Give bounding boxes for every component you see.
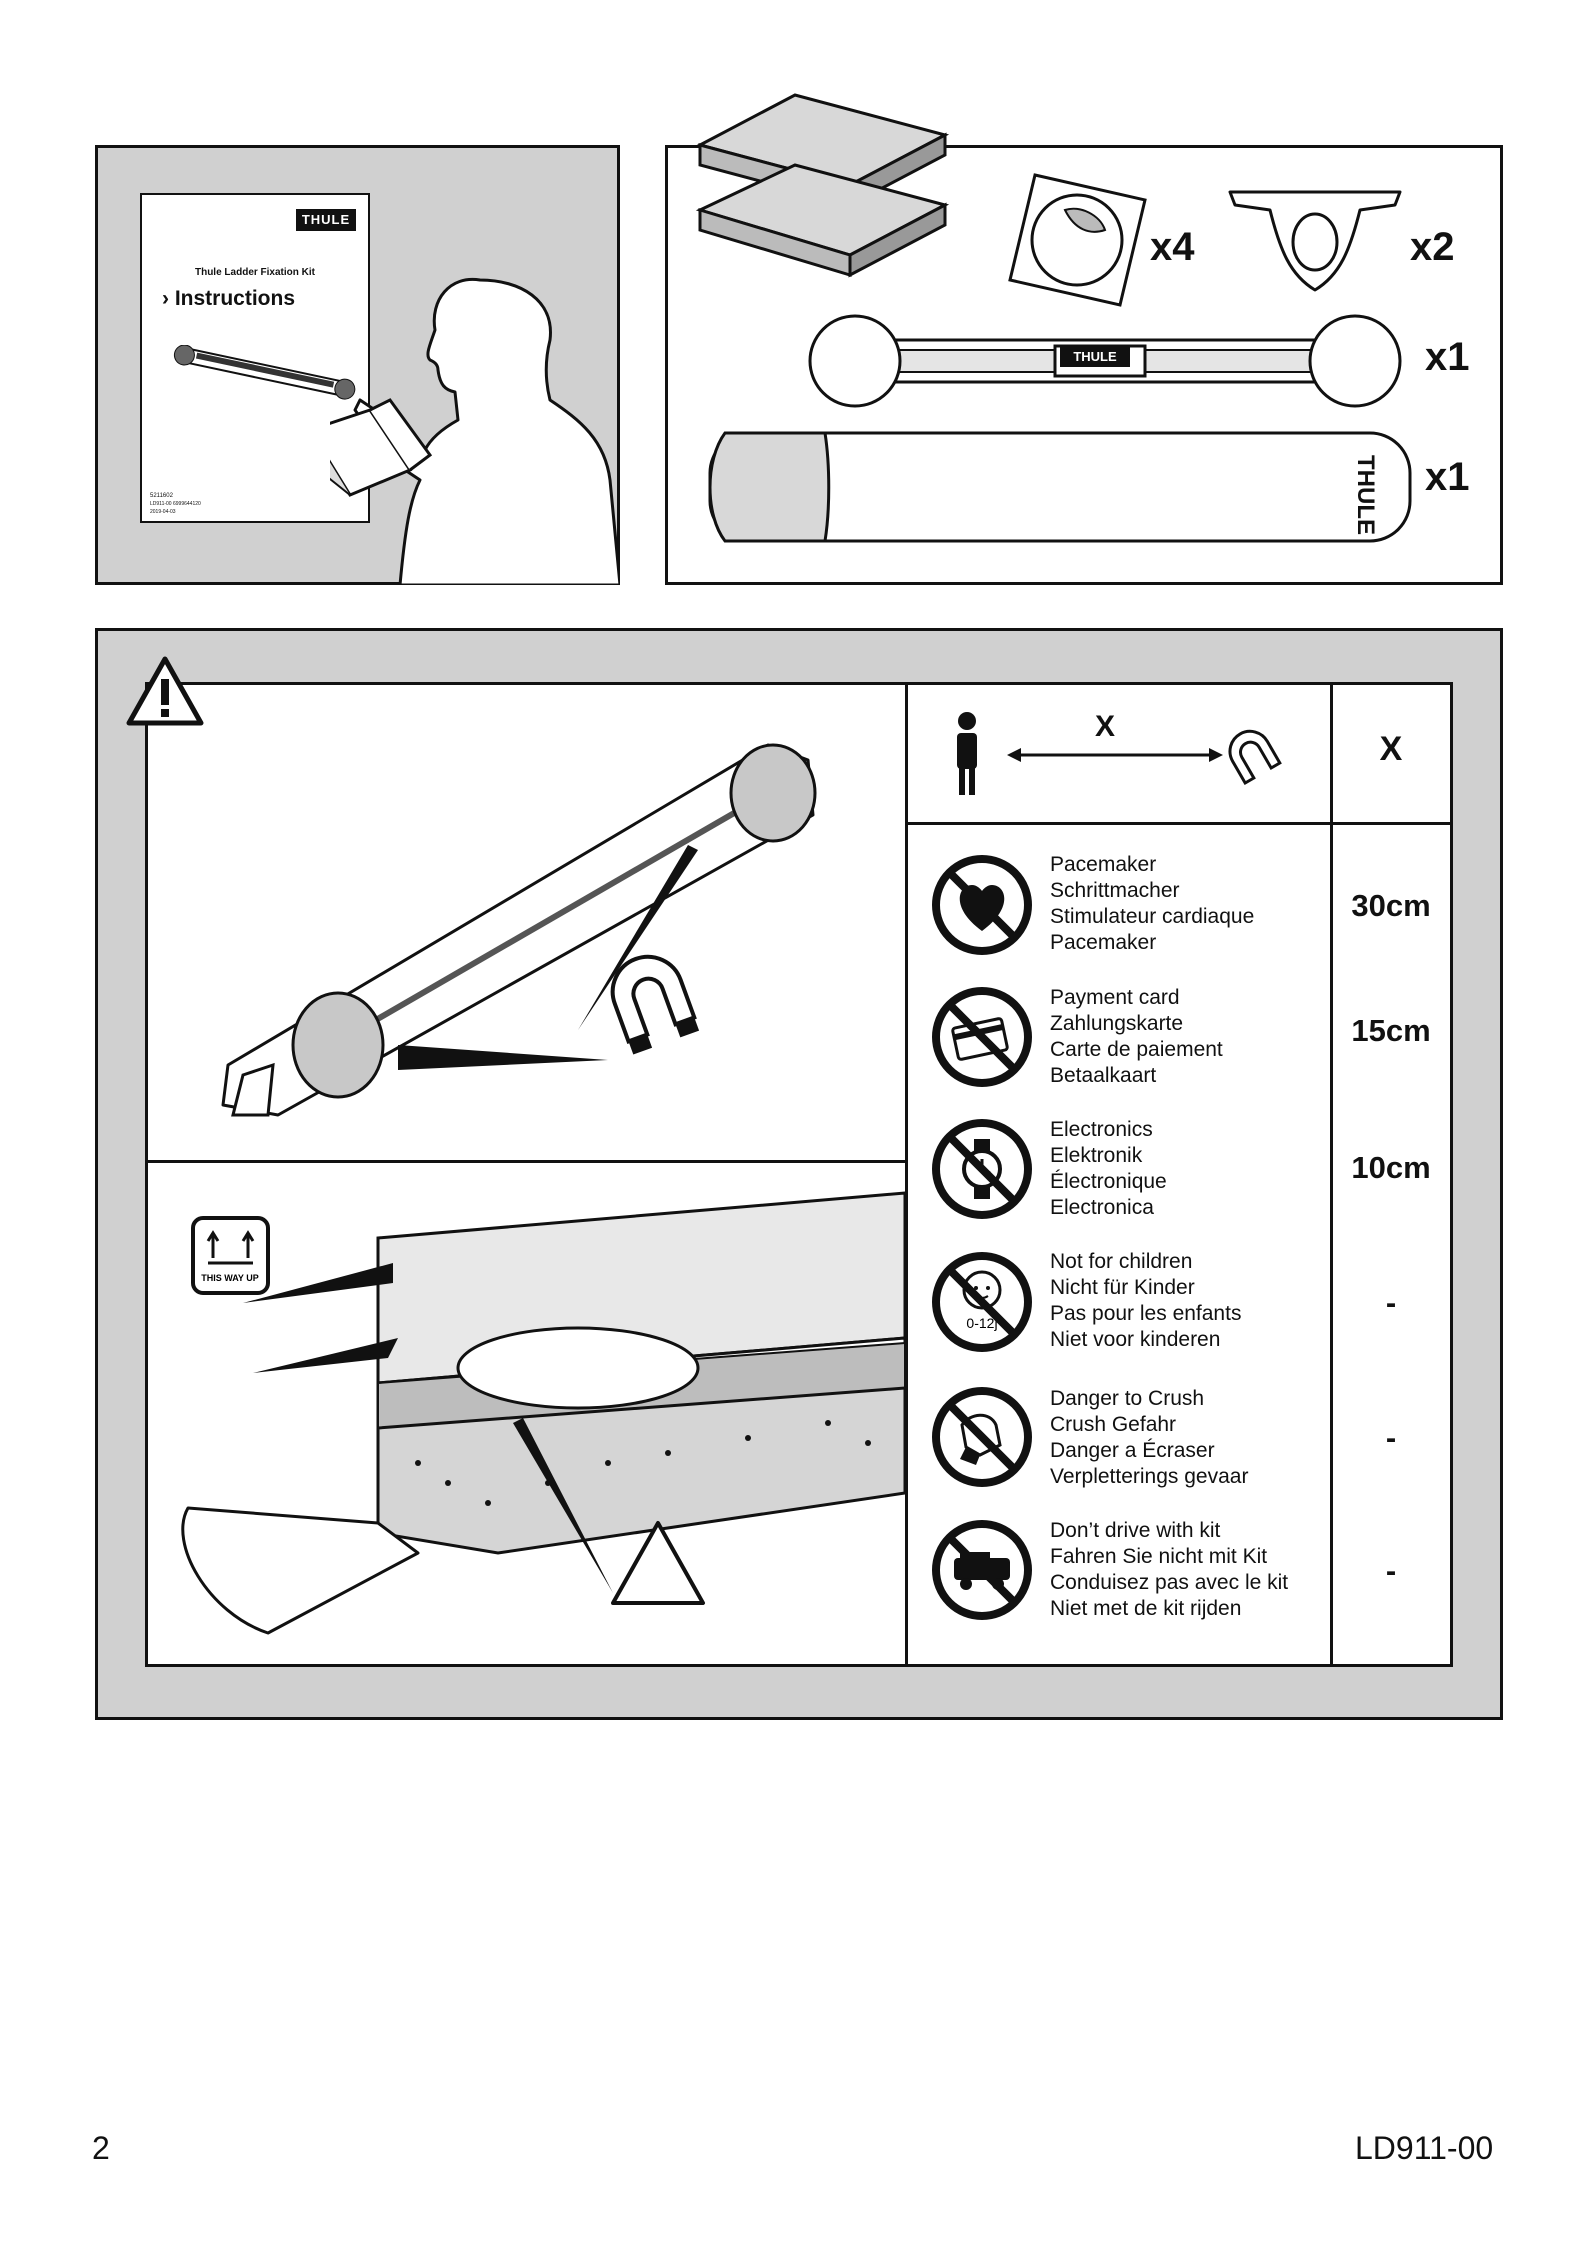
document-code: LD911-00 — [1355, 2130, 1494, 2166]
instruction-booklet: THULE Thule Ladder Fixation Kit › Instru… — [140, 193, 370, 523]
person-reading-illustration — [330, 277, 620, 585]
row-line: Pacemaker — [1050, 853, 1157, 876]
table-header-divider — [905, 822, 1453, 825]
children-distance: - — [1385, 1285, 1397, 1320]
row-line: Conduisez pas avec le kit — [1050, 1571, 1289, 1594]
row-line: Zahlungskarte — [1050, 1012, 1184, 1035]
table-divider-left — [905, 682, 908, 1667]
booklet-product-illustration — [173, 345, 356, 400]
row-line: Carte de paiement — [1050, 1038, 1223, 1061]
crush-text: Danger to Crush Crush Gefahr Danger a Éc… — [1050, 1386, 1248, 1490]
distance-diagram — [957, 712, 1282, 795]
row-line: Électronique — [1050, 1170, 1167, 1193]
pacemaker-distance: 30cm — [1351, 888, 1431, 923]
no-children-icon: 0-12j — [932, 1252, 1032, 1352]
row-line: Electronica — [1050, 1196, 1154, 1219]
row-line: Pas pour les enfants — [1050, 1302, 1242, 1325]
booklet-instructions-heading: › Instructions — [162, 287, 296, 310]
driving-distance: - — [1385, 1553, 1397, 1588]
clamps-quantity: x2 — [1410, 225, 1455, 269]
driving-text: Don’t drive with kit Fahren Sie nicht mi… — [1050, 1518, 1288, 1622]
row-line: Betaalkaart — [1050, 1064, 1157, 1087]
row-line: Not for children — [1050, 1250, 1193, 1273]
row-line: Schrittmacher — [1050, 879, 1180, 902]
illustration-divider — [147, 1160, 907, 1163]
electronics-text: Electronics Elektronik Électronique Elec… — [1050, 1117, 1167, 1221]
row-line: Stimulateur cardiaque — [1050, 905, 1255, 928]
electronics-distance: 10cm — [1351, 1150, 1431, 1185]
row-line: Payment card — [1050, 986, 1180, 1009]
thule-logo: THULE — [296, 209, 356, 231]
row-line: Crush Gefahr — [1050, 1413, 1177, 1436]
booklet-fine-1: 5211602 — [150, 493, 173, 499]
packaging-box-icon — [695, 93, 950, 278]
booklet-fine-2: LD911-00 6999644120 — [150, 501, 201, 507]
clamp-bracket-icon — [1228, 190, 1402, 292]
fixation-unit-quantity: x1 — [1425, 335, 1470, 379]
distance-label: X — [1095, 710, 1116, 743]
strap-logo: THULE — [1352, 455, 1379, 535]
warning-triangle-icon — [126, 656, 204, 726]
protective-strap-icon — [708, 431, 1412, 543]
no-driving-icon — [932, 1520, 1032, 1620]
no-electronics-icon — [932, 1119, 1032, 1219]
row-line: Verpletterings gevaar — [1050, 1465, 1249, 1488]
no-payment-card-icon — [932, 987, 1032, 1087]
children-text: Not for children Nicht für Kinder Pas po… — [1050, 1249, 1241, 1353]
booklet-kit-title: Thule Ladder Fixation Kit — [194, 267, 315, 278]
row-line: Nicht für Kinder — [1050, 1276, 1195, 1299]
row-line: Niet voor kinderen — [1050, 1328, 1221, 1351]
row-line: Niet met de kit rijden — [1050, 1597, 1242, 1620]
strap-quantity: x1 — [1425, 455, 1470, 499]
row-line: Danger to Crush — [1050, 1387, 1205, 1410]
svg-text:THIS WAY UP: THIS WAY UP — [201, 1273, 259, 1283]
crush-distance: - — [1385, 1420, 1397, 1455]
magnetic-feet-illustration — [221, 743, 817, 1117]
payment-card-distance: 15cm — [1351, 1013, 1431, 1048]
row-line: Electronics — [1050, 1118, 1153, 1141]
crush-hazard-icon — [932, 1387, 1032, 1487]
no-pacemaker-icon — [932, 855, 1032, 955]
row-line: Danger a Écraser — [1050, 1439, 1215, 1462]
packing-orientation-illustration: THIS WAY UP — [181, 1191, 905, 1635]
distance-column-header: X — [1379, 730, 1403, 768]
table-divider-right — [1330, 682, 1333, 1667]
pacemaker-text: Pacemaker Schrittmacher Stimulateur card… — [1050, 852, 1254, 956]
row-line: Fahren Sie nicht mit Kit — [1050, 1545, 1268, 1568]
row-line: Elektronik — [1050, 1144, 1143, 1167]
row-line: Don’t drive with kit — [1050, 1519, 1221, 1542]
page-number: 2 — [92, 2130, 110, 2166]
sticker-pad-icon — [1008, 173, 1147, 307]
age-range-label: 0-12j — [966, 1315, 997, 1331]
booklet-fine-3: 2019-04-03 — [150, 509, 176, 515]
payment-card-text: Payment card Zahlungskarte Carte de paie… — [1050, 985, 1223, 1089]
row-line: Pacemaker — [1050, 931, 1157, 954]
stickers-quantity: x4 — [1150, 225, 1195, 269]
fixation-unit-logo: THULE — [1060, 347, 1130, 367]
